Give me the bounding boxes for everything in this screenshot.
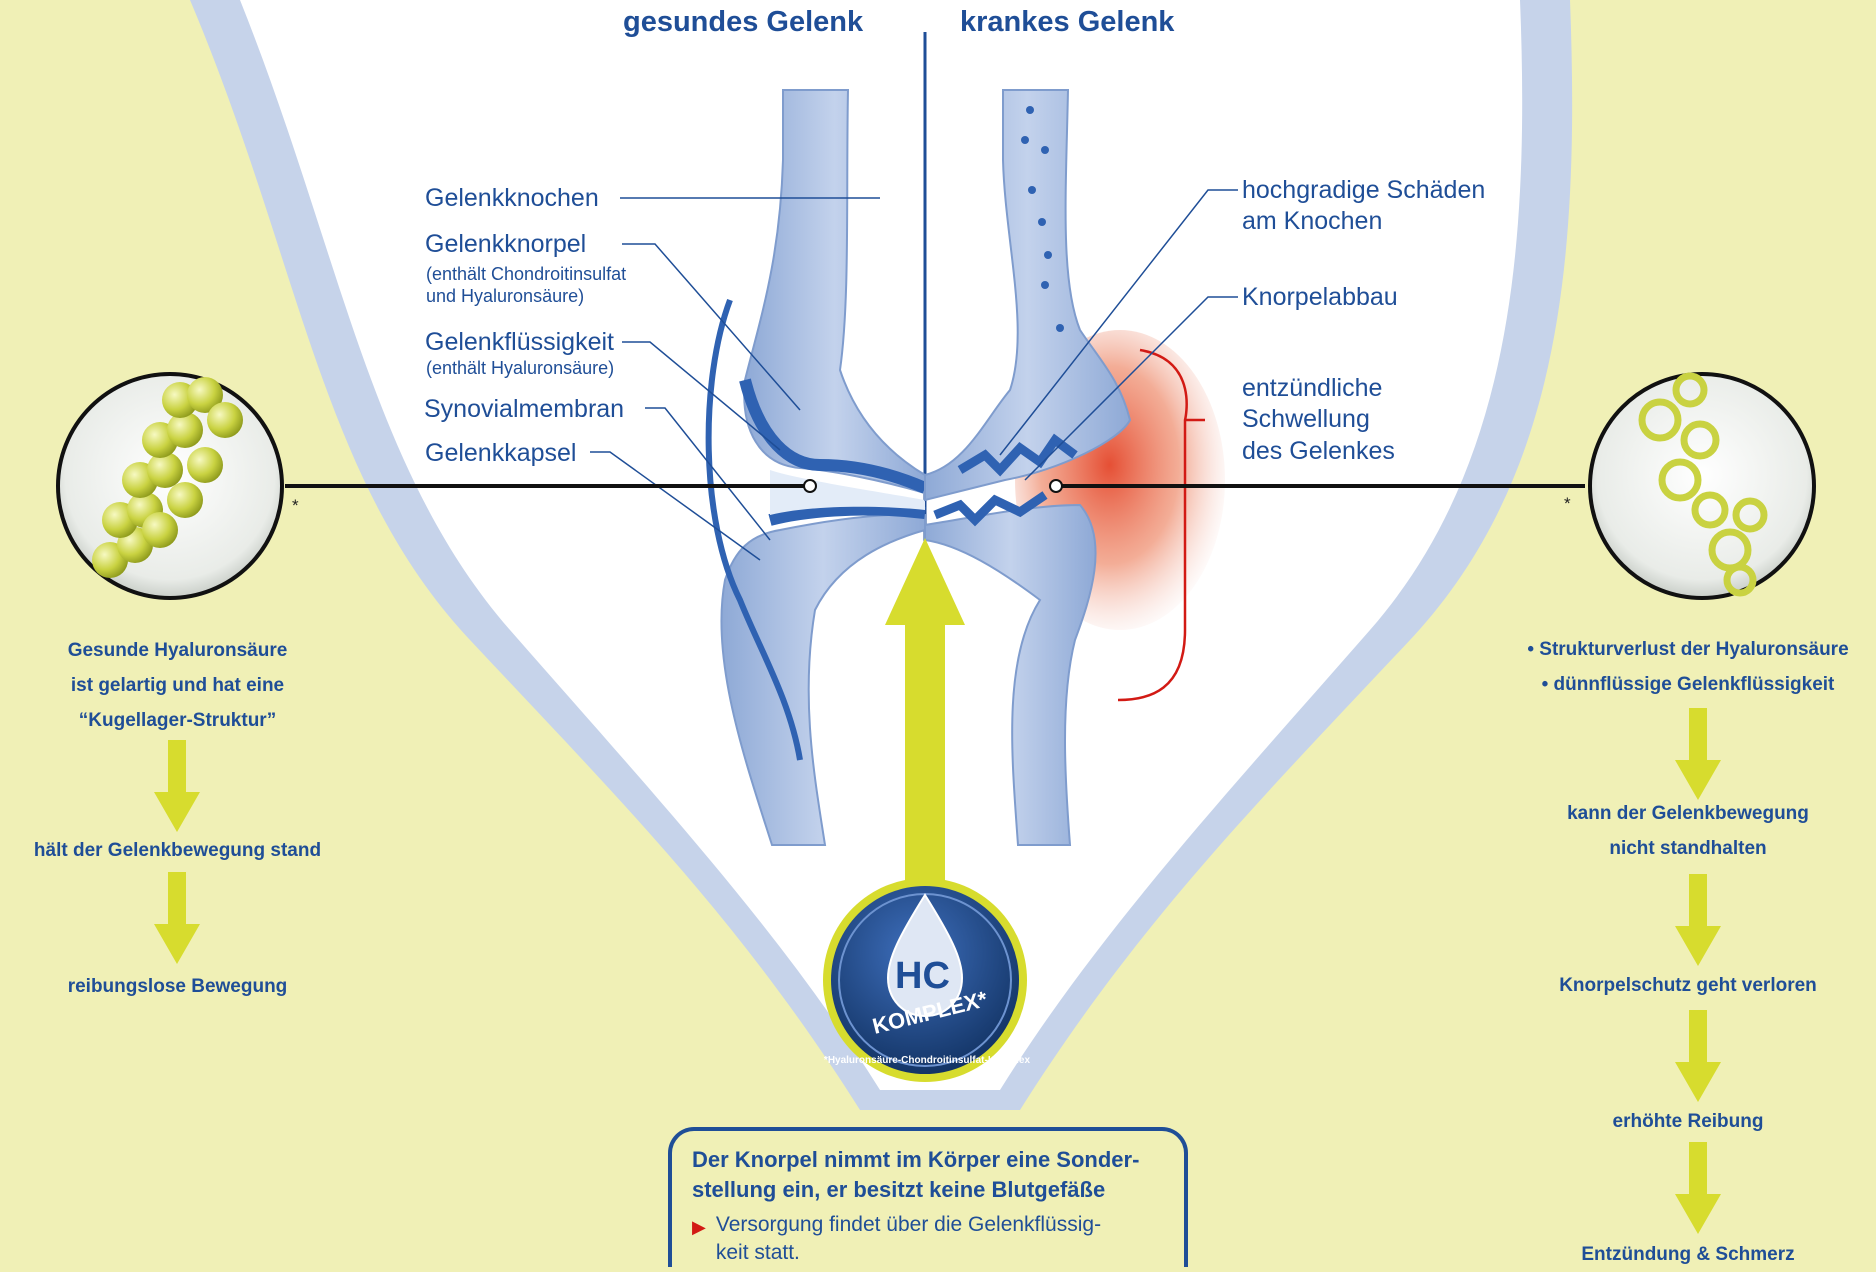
info-bullet-line-2: keit statt. (716, 1241, 800, 1264)
left-panel-line-3: “Kugellager-Struktur” (15, 703, 340, 738)
left-panel-line-1: Gesunde Hyaluronsäure (15, 633, 340, 668)
label-cartilage-note-2: und Hyaluronsäure) (426, 285, 584, 307)
left-arrow-2 (154, 872, 200, 968)
label-swelling-1: entzündliche (1242, 374, 1382, 403)
left-panel-line-2: ist gelartig und hat eine (15, 668, 340, 703)
label-fluid-note: (enthält Hyaluronsäure) (426, 357, 614, 379)
right-asterisk: * (1564, 494, 1571, 514)
healthy-hyaluronic-magnifier (58, 374, 282, 598)
left-step-1: hält der Gelenkbewegung stand (15, 833, 340, 868)
info-title-2: stellung ein, er besitzt keine Blutgefäß… (692, 1175, 1166, 1205)
left-arrow-1 (154, 740, 200, 836)
damaged-hyaluronic-magnifier (1590, 374, 1814, 598)
cartilage-info-box: Der Knorpel nimmt im Körper eine Sonder-… (668, 1127, 1188, 1267)
badge-ring-text: *Hyaluronsäure-Chondroitinsulfat-Komplex (812, 1055, 1042, 1066)
right-panel-line-1: • Strukturverlust der Hyaluronsäure (1500, 632, 1876, 667)
diseased-joint-title: krankes Gelenk (960, 6, 1174, 39)
triangle-bullet-icon: ▶ (692, 1213, 706, 1267)
info-bullet-line-1: Versorgung findet über die Gelenkflüssig… (716, 1213, 1101, 1236)
label-capsule: Gelenkkapsel (425, 439, 576, 468)
right-step-2: Knorpelschutz geht verloren (1500, 968, 1876, 1003)
right-panel-line-2: • dünnflüssige Gelenkflüssigkeit (1500, 667, 1876, 702)
healthy-joint-title: gesundes Gelenk (623, 6, 863, 39)
label-swelling-3: des Gelenkes (1242, 437, 1395, 466)
label-fluid: Gelenkflüssigkeit (425, 328, 614, 357)
info-bullet-text: Versorgung findet über die Gelenkflüssig… (716, 1211, 1101, 1267)
label-cartilage-loss: Knorpelabbau (1242, 283, 1398, 312)
right-step-1: kann der Gelenkbewegung nicht standhalte… (1500, 796, 1876, 866)
right-arrow-4 (1675, 1142, 1721, 1238)
label-damage-2: am Knochen (1242, 207, 1382, 236)
right-step-1-line-a: kann der Gelenkbewegung (1500, 796, 1876, 831)
label-cartilage-note-1: (enthält Chondroitinsulfat (426, 263, 626, 285)
right-step-1-line-b: nicht standhalten (1500, 831, 1876, 866)
label-cartilage: Gelenkknorpel (425, 230, 586, 259)
badge-letters: HC (895, 955, 950, 998)
left-step-2: reibungslose Bewegung (15, 969, 340, 1004)
right-arrow-2 (1675, 874, 1721, 970)
right-panel-description: • Strukturverlust der Hyaluronsäure • dü… (1500, 632, 1876, 702)
left-asterisk: * (292, 496, 299, 516)
info-bullet: ▶ Versorgung findet über die Gelenkflüss… (692, 1211, 1166, 1267)
right-step-3: erhöhte Reibung (1500, 1104, 1876, 1139)
right-arrow-1 (1675, 708, 1721, 804)
right-arrow-3 (1675, 1010, 1721, 1106)
left-panel-description: Gesunde Hyaluronsäure ist gelartig und h… (15, 633, 340, 738)
label-damage-1: hochgradige Schäden (1242, 176, 1485, 205)
label-bone: Gelenkknochen (425, 184, 599, 213)
label-swelling-2: Schwellung (1242, 405, 1370, 434)
label-membrane: Synovialmembran (424, 395, 624, 424)
info-title-1: Der Knorpel nimmt im Körper eine Sonder- (692, 1145, 1166, 1175)
